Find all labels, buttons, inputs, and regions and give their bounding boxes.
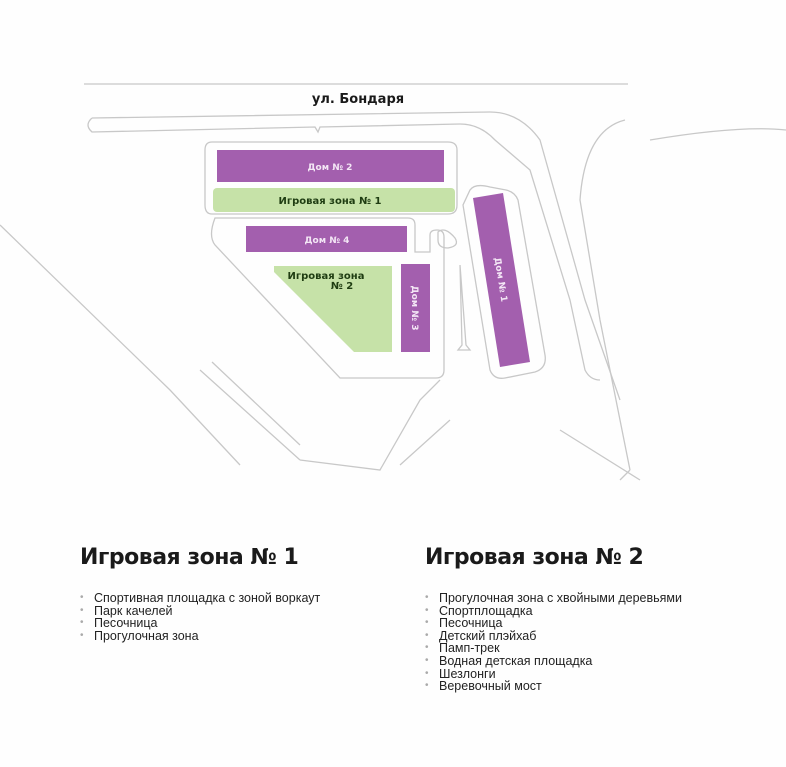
legend-zone1-list: Спортивная площадка с зоной воркаут Парк… (80, 592, 320, 642)
list-item: Песочница (425, 617, 682, 630)
street-label: ул. Бондаря (312, 92, 404, 107)
list-item: Спортплощадка (425, 604, 682, 618)
building-dom3-label: Дом № 3 (409, 286, 419, 331)
list-item: Прогулочная зона с хвойными деревьями (425, 592, 682, 605)
legend-zone2: Игровая зона № 2 Прогулочная зона с хвой… (425, 545, 682, 693)
zone1-label: Игровая зона № 1 (279, 196, 382, 207)
list-item: Шезлонги (425, 667, 682, 681)
legend-zone2-title: Игровая зона № 2 (425, 545, 644, 570)
zone2-label-line2: № 2 (331, 281, 354, 292)
building-dom2-label: Дом № 2 (308, 163, 353, 173)
list-item: Веревочный мост (425, 680, 682, 693)
list-item: Памп-трек (425, 642, 682, 655)
list-item: Песочница (80, 617, 320, 630)
list-item: Спортивная площадка с зоной воркаут (80, 592, 320, 605)
list-item: Водная детская площадка (425, 655, 682, 668)
list-item: Детский плэйхаб (425, 630, 682, 643)
list-item: Парк качелей (80, 604, 320, 618)
site-map: ул. Бондаря Дом № 2 Игровая зона № 1 Дом… (0, 83, 786, 481)
legend-zone2-list: Прогулочная зона с хвойными деревьями Сп… (425, 592, 682, 693)
building-dom1[interactable] (473, 193, 530, 367)
building-dom4-label: Дом № 4 (305, 236, 350, 246)
legend-zone1-title: Игровая зона № 1 (80, 545, 299, 570)
zone1-area[interactable] (213, 188, 455, 212)
building-dom4[interactable] (246, 226, 407, 252)
building-dom2[interactable] (217, 150, 444, 182)
zone2-area[interactable] (274, 266, 392, 352)
list-item: Прогулочная зона (80, 630, 320, 643)
legend-zone1: Игровая зона № 1 Спортивная площадка с з… (80, 545, 320, 642)
building-dom3[interactable] (401, 264, 430, 352)
zone2-label-line1: Игровая зона (288, 271, 365, 282)
road-outlines (0, 83, 786, 481)
